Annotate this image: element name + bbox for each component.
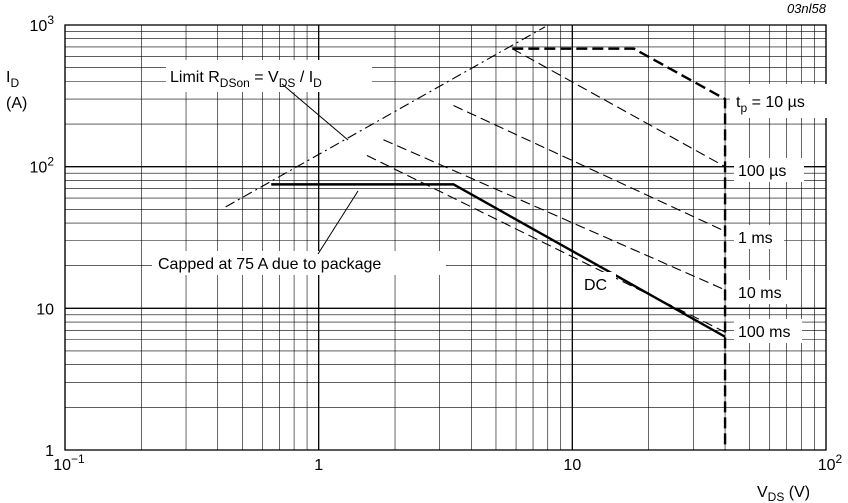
x-tick-label: 10−1: [53, 452, 85, 474]
series-line-tp-1ms: [453, 105, 726, 232]
tp-10us-label: tp = 10 µs: [736, 94, 805, 115]
series-line-tp-100us: [512, 48, 726, 168]
x-tick-label: 102: [818, 452, 843, 474]
label-background: [734, 280, 790, 304]
label-background: [734, 158, 804, 182]
y-tick-label: 1: [45, 443, 54, 460]
tp-10ms-label: 10 ms: [738, 285, 782, 302]
y-tick-label: 103: [30, 13, 55, 35]
series-line-dc: [271, 183, 726, 338]
y-axis-unit: (A): [6, 95, 27, 112]
x-tick-label: 10: [563, 457, 581, 474]
y-axis-label: ID: [6, 69, 19, 90]
figure-id: 03nl58: [787, 1, 827, 16]
label-background: [734, 225, 784, 249]
y-tick-label: 102: [30, 155, 55, 177]
tp-100us-label: 100 µs: [738, 163, 786, 180]
tp-1ms-label: 1 ms: [738, 230, 773, 247]
label-background: [580, 272, 616, 296]
capped-label: Capped at 75 A due to package: [158, 256, 381, 273]
series-line-rdson-limit: [225, 26, 546, 208]
tp-100ms-label: 100 ms: [738, 324, 790, 341]
capped-leader-line: [317, 190, 359, 255]
series-line-tp-10us: [512, 47, 727, 450]
x-axis-label: VDS (V): [757, 484, 810, 503]
plot-frame: [64, 24, 827, 451]
limit-rdson-label: Limit RDSon = VDS / ID: [170, 69, 322, 90]
y-tick-label: 10: [36, 301, 54, 318]
limit-leader-line: [281, 83, 349, 141]
x-tick-label: 1: [314, 457, 323, 474]
grid-minor: [65, 25, 826, 450]
label-background: [0, 58, 52, 116]
series-line-tp-10ms: [383, 139, 726, 291]
label-background: [730, 84, 828, 118]
label-background: [152, 251, 446, 275]
series-lines: [225, 26, 727, 450]
label-background: [734, 319, 802, 343]
dc-label: DC: [584, 277, 607, 294]
label-background: [166, 60, 372, 92]
